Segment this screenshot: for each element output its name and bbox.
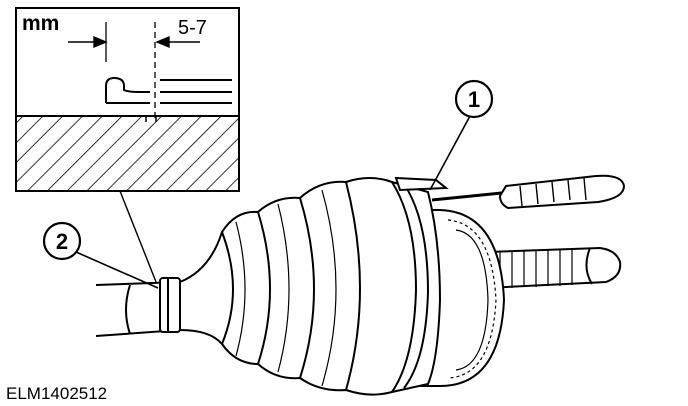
callout-2-number: 2 bbox=[56, 229, 68, 254]
inset-leader-line bbox=[119, 190, 161, 293]
detail-inset: mm 5-7 bbox=[15, 7, 240, 192]
figure-id: ELM1402512 bbox=[6, 384, 107, 403]
screwdriver bbox=[431, 174, 626, 210]
dimension-label: 5-7 bbox=[178, 17, 207, 39]
driveshaft-assembly bbox=[95, 176, 622, 396]
splined-shaft bbox=[485, 246, 622, 290]
callout-1-number: 1 bbox=[468, 87, 480, 112]
reluctor-ring bbox=[419, 209, 506, 387]
small-clamp bbox=[159, 277, 181, 333]
callout-2: 2 bbox=[42, 221, 159, 289]
dimension-arrows bbox=[68, 35, 200, 49]
large-clamp bbox=[391, 176, 449, 393]
callout-1: 1 bbox=[429, 79, 494, 191]
clamp-profile bbox=[105, 76, 232, 104]
unit-label: mm bbox=[22, 12, 59, 35]
boot-bellows bbox=[179, 177, 442, 396]
hatched-base bbox=[16, 116, 239, 191]
